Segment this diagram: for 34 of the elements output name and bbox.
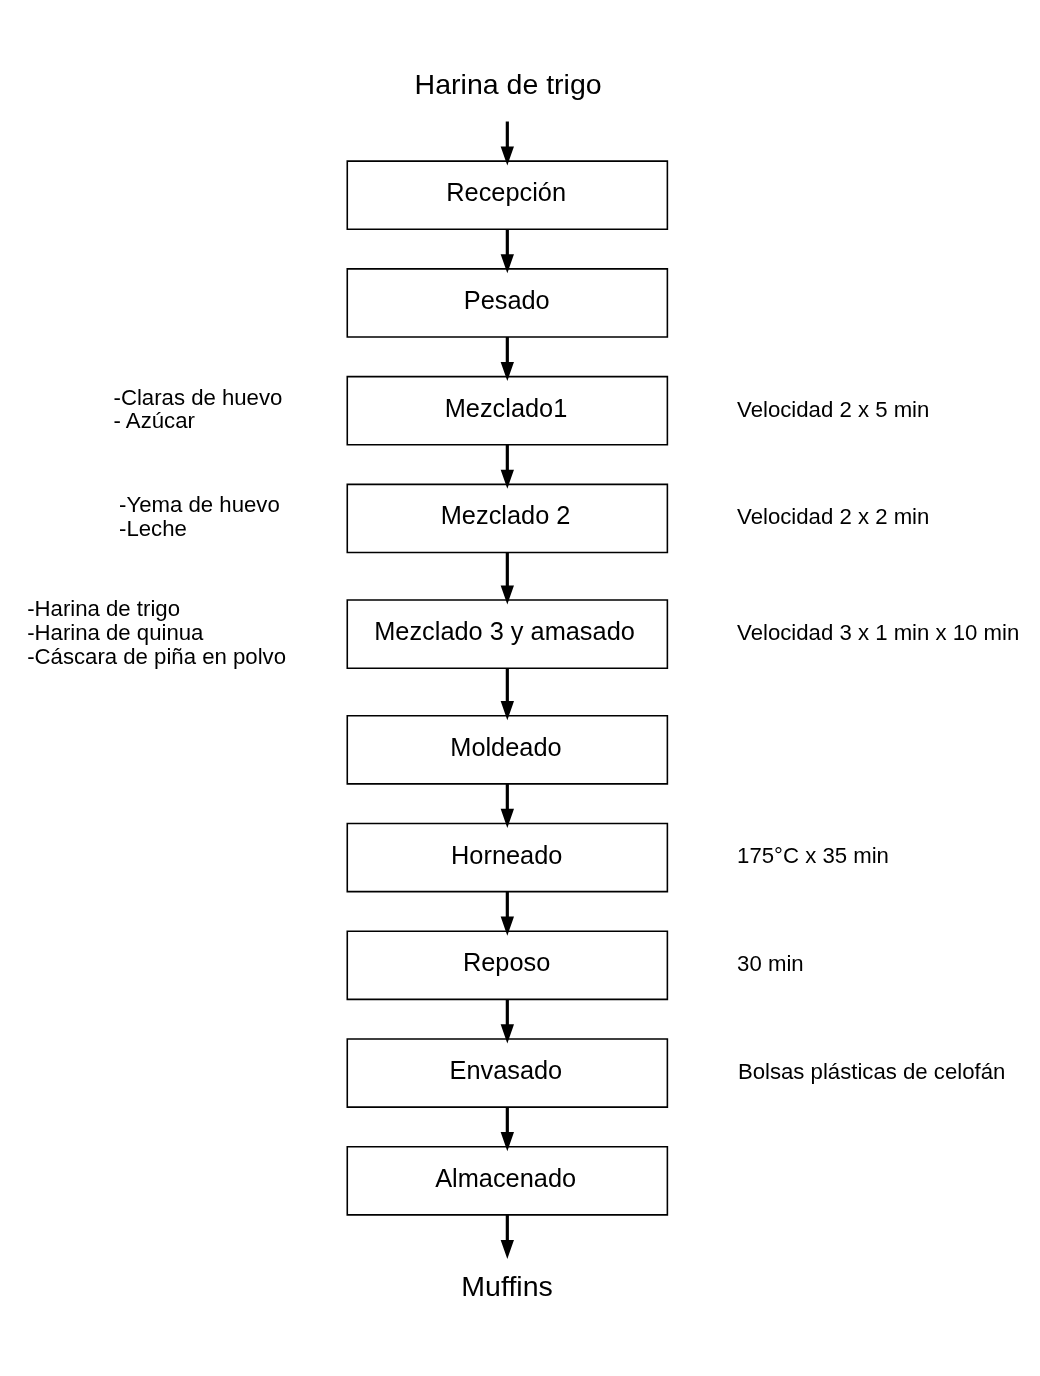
node-text: Harina de trigo bbox=[414, 68, 602, 101]
arrow bbox=[500, 121, 514, 166]
arrow bbox=[500, 337, 514, 382]
arrow bbox=[500, 1214, 514, 1259]
node-box: Mezclado1 bbox=[346, 375, 669, 446]
arrow bbox=[500, 444, 514, 489]
arrow bbox=[500, 999, 514, 1044]
node-label: 30 min bbox=[737, 951, 804, 977]
node-label: - Azúcar bbox=[113, 408, 195, 434]
node-box: Mezclado 3 y amasado bbox=[346, 599, 669, 669]
arrow bbox=[500, 668, 514, 721]
node-box: Recepción bbox=[346, 160, 669, 231]
arrow bbox=[500, 783, 514, 828]
node-label: 175°C x 35 min bbox=[737, 843, 889, 869]
node-box: Reposo bbox=[346, 930, 669, 1001]
node-box: Almacenado bbox=[346, 1145, 669, 1216]
arrow bbox=[500, 552, 514, 605]
node-label: -Claras de huevo bbox=[113, 384, 283, 410]
node-label: -Harina de trigo bbox=[27, 596, 180, 622]
node-box: Pesado bbox=[346, 268, 669, 338]
node-box: Horneado bbox=[346, 822, 669, 893]
node-box: Moldeado bbox=[346, 714, 669, 785]
node-label: -Leche bbox=[119, 516, 187, 542]
node-box: Mezclado 2 bbox=[346, 483, 669, 554]
node-label: -Yema de huevo bbox=[119, 492, 280, 518]
node-box: Envasado bbox=[346, 1038, 669, 1108]
node-label: Velocidad 2 x 5 min bbox=[737, 396, 930, 422]
node-label: Bolsas plásticas de celofán bbox=[737, 1058, 1006, 1084]
node-label: Velocidad 3 x 1 min x 10 min bbox=[737, 619, 1020, 645]
arrow bbox=[500, 229, 514, 274]
arrow bbox=[500, 891, 514, 936]
arrow bbox=[500, 1107, 514, 1152]
node-label: Velocidad 2 x 2 min bbox=[737, 504, 930, 530]
node-text: Muffins bbox=[461, 1269, 553, 1302]
